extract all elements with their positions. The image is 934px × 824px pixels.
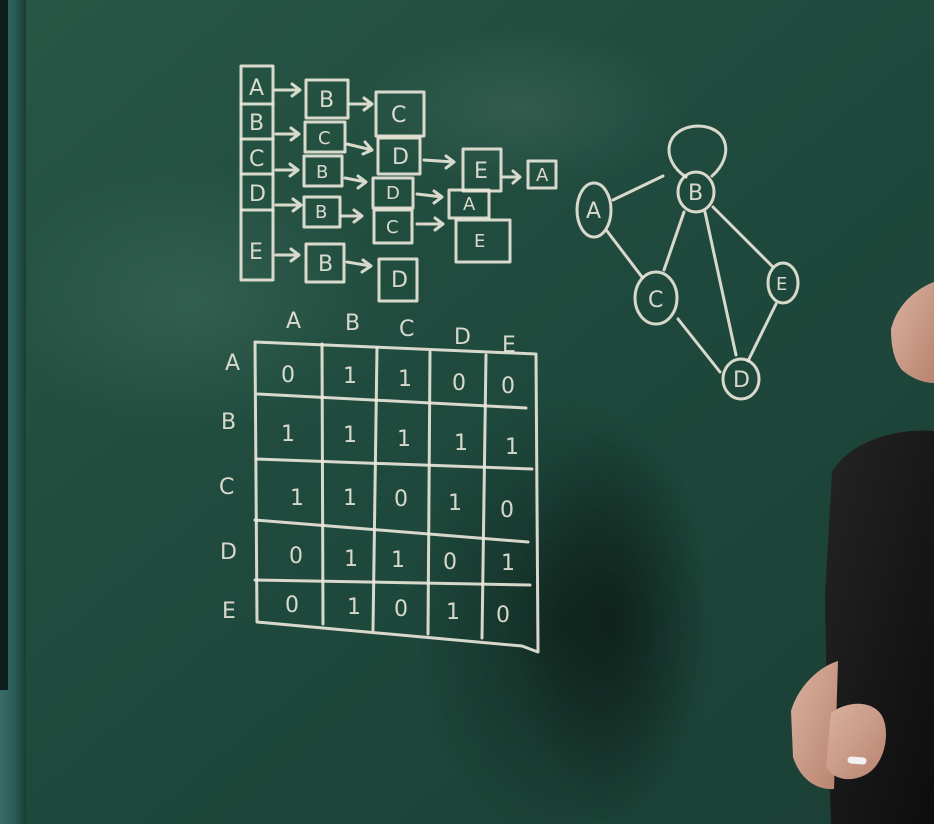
graph-node-d [721,357,761,401]
cell-c-a: 1 [290,486,304,511]
head-partial [891,282,934,383]
cell-e-a: 0 [285,593,299,618]
cell-b-c: 1 [397,427,411,452]
cell-d-e: 1 [501,551,515,576]
list-d-node-3: E [474,231,485,252]
list-vertex-b: B [249,111,264,136]
list-c-node-1: B [316,162,328,183]
cell-d-d: 0 [443,550,457,575]
list-vertex-e: E [249,240,263,265]
cell-b-b: 1 [343,423,357,448]
cell-c-e: 0 [500,498,514,523]
cell-c-d: 1 [448,491,462,516]
cell-b-a: 1 [281,422,295,447]
person-shadow [520,420,710,824]
matrix-row-e: E [222,599,236,624]
cell-a-b: 1 [343,364,357,389]
list-e-node-2: D [391,268,408,293]
graph-node-e [766,261,800,305]
graph-label-b: B [688,181,703,206]
matrix-row-a: A [225,351,240,376]
adjacency-matrix: A B C D E A B C D E 0 1 1 0 0 1 1 1 1 1 … [219,309,540,654]
undirected-graph: A B C D E [575,124,800,401]
cell-e-b: 1 [347,595,361,620]
list-b-node-3: E [474,159,488,184]
cell-d-c: 1 [391,548,405,573]
graph-node-a [575,181,613,239]
hand [826,703,886,780]
matrix-row-c: C [219,475,234,500]
list-a-node-2: C [391,103,406,128]
graph-label-d: D [733,368,750,393]
cell-a-c: 1 [398,367,412,392]
cell-d-b: 1 [344,547,358,572]
list-b-node-1: C [318,128,331,149]
matrix-col-d: D [454,325,471,350]
forearm [791,661,838,790]
matrix-row-b: B [221,410,236,435]
list-a-node-1: B [319,88,334,113]
cell-a-a: 0 [281,363,295,388]
matrix-col-a: A [286,309,301,334]
board-frame-strip [0,0,8,690]
cell-e-c: 0 [394,597,408,622]
cell-b-d: 1 [454,431,468,456]
list-vertex-c: C [249,147,264,172]
list-b-node-4: A [536,165,549,186]
cell-a-d: 0 [452,371,466,396]
graph-label-c: C [648,288,663,313]
list-e-node-1: B [318,252,333,277]
graph-label-a: A [586,199,601,224]
graph-node-c [633,270,679,326]
list-vertex-a: A [249,76,264,101]
list-b-node-2: D [392,145,409,170]
cell-d-a: 0 [289,544,303,569]
graph-node-b [676,170,716,214]
list-c-node-2: D [386,183,400,204]
cell-c-c: 0 [394,487,408,512]
list-vertex-d: D [249,182,266,207]
matrix-col-b: B [345,311,360,336]
cell-b-e: 1 [505,435,519,460]
adjacency-list: A B C D E B C C D E A [239,64,558,303]
cell-e-e: 0 [496,603,510,628]
graph-label-e: E [776,274,787,295]
list-c-node-3: A [463,194,476,215]
list-d-node-2: C [386,217,399,238]
list-d-node-1: B [315,202,327,223]
cell-a-e: 0 [501,374,515,399]
chalk-piece-icon [847,756,867,765]
cell-e-d: 1 [446,600,460,625]
matrix-col-c: C [399,317,414,342]
matrix-row-d: D [220,540,237,565]
instructor-figure [791,282,934,824]
matrix-col-e: E [502,333,516,358]
cell-c-b: 1 [343,486,357,511]
